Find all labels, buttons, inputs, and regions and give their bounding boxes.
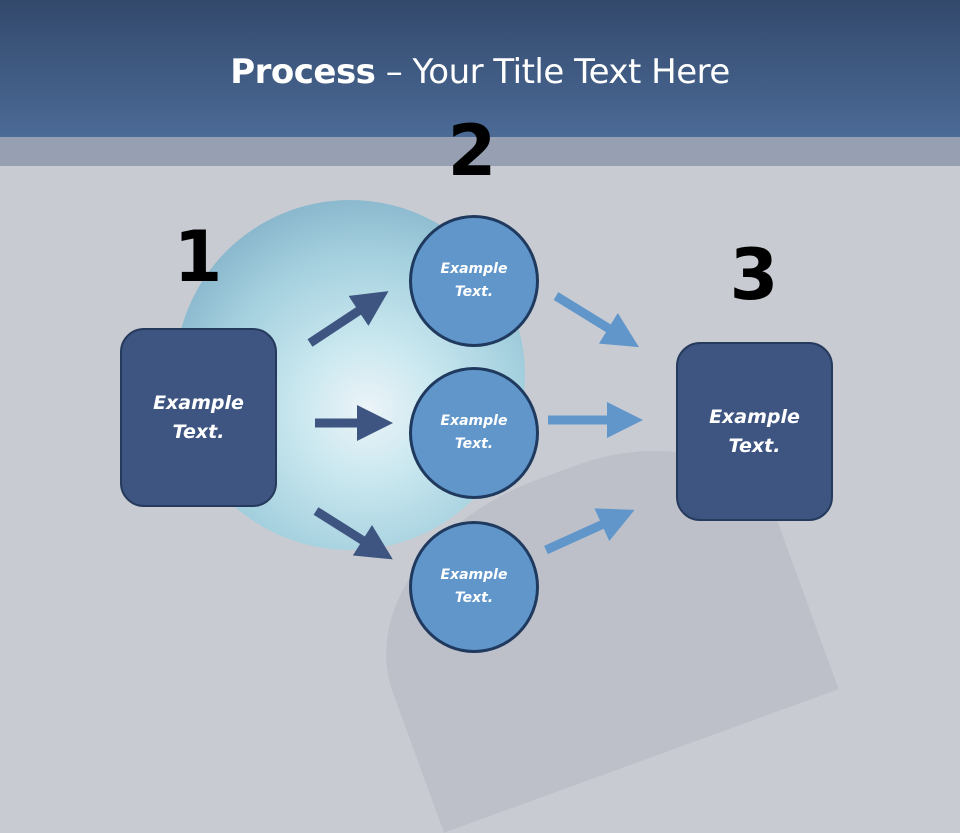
circle-text-line2: Text. xyxy=(454,590,494,606)
step-number-1: 1 xyxy=(173,216,223,298)
circle-text-line1: Example xyxy=(440,567,508,583)
circle-text-line1: Example xyxy=(440,413,508,429)
box-text-line1: Example xyxy=(153,391,244,414)
box-text-line1: Example xyxy=(709,405,800,428)
title-bar xyxy=(0,0,960,137)
circle-text-line1: Example xyxy=(440,261,508,277)
step-number-3: 3 xyxy=(729,234,779,316)
header-band xyxy=(0,137,960,166)
title-rest: – Your Title Text Here xyxy=(375,52,731,92)
arrow-1-to-2c xyxy=(313,507,393,560)
circle-text-line2: Text. xyxy=(454,284,494,300)
box-text-line2: Text. xyxy=(172,420,225,443)
circle-text-line2: Text. xyxy=(454,436,494,452)
arrow-1-to-2a xyxy=(307,291,389,347)
title-bold: Process xyxy=(230,52,376,92)
step-number-2: 2 xyxy=(447,110,497,192)
arrow-2c-to-3 xyxy=(544,508,635,555)
box-text-line2: Text. xyxy=(728,434,781,457)
arrows xyxy=(307,291,643,560)
arrow-2a-to-3 xyxy=(553,292,639,348)
slide-title: Process – Your Title Text Here xyxy=(0,52,960,92)
